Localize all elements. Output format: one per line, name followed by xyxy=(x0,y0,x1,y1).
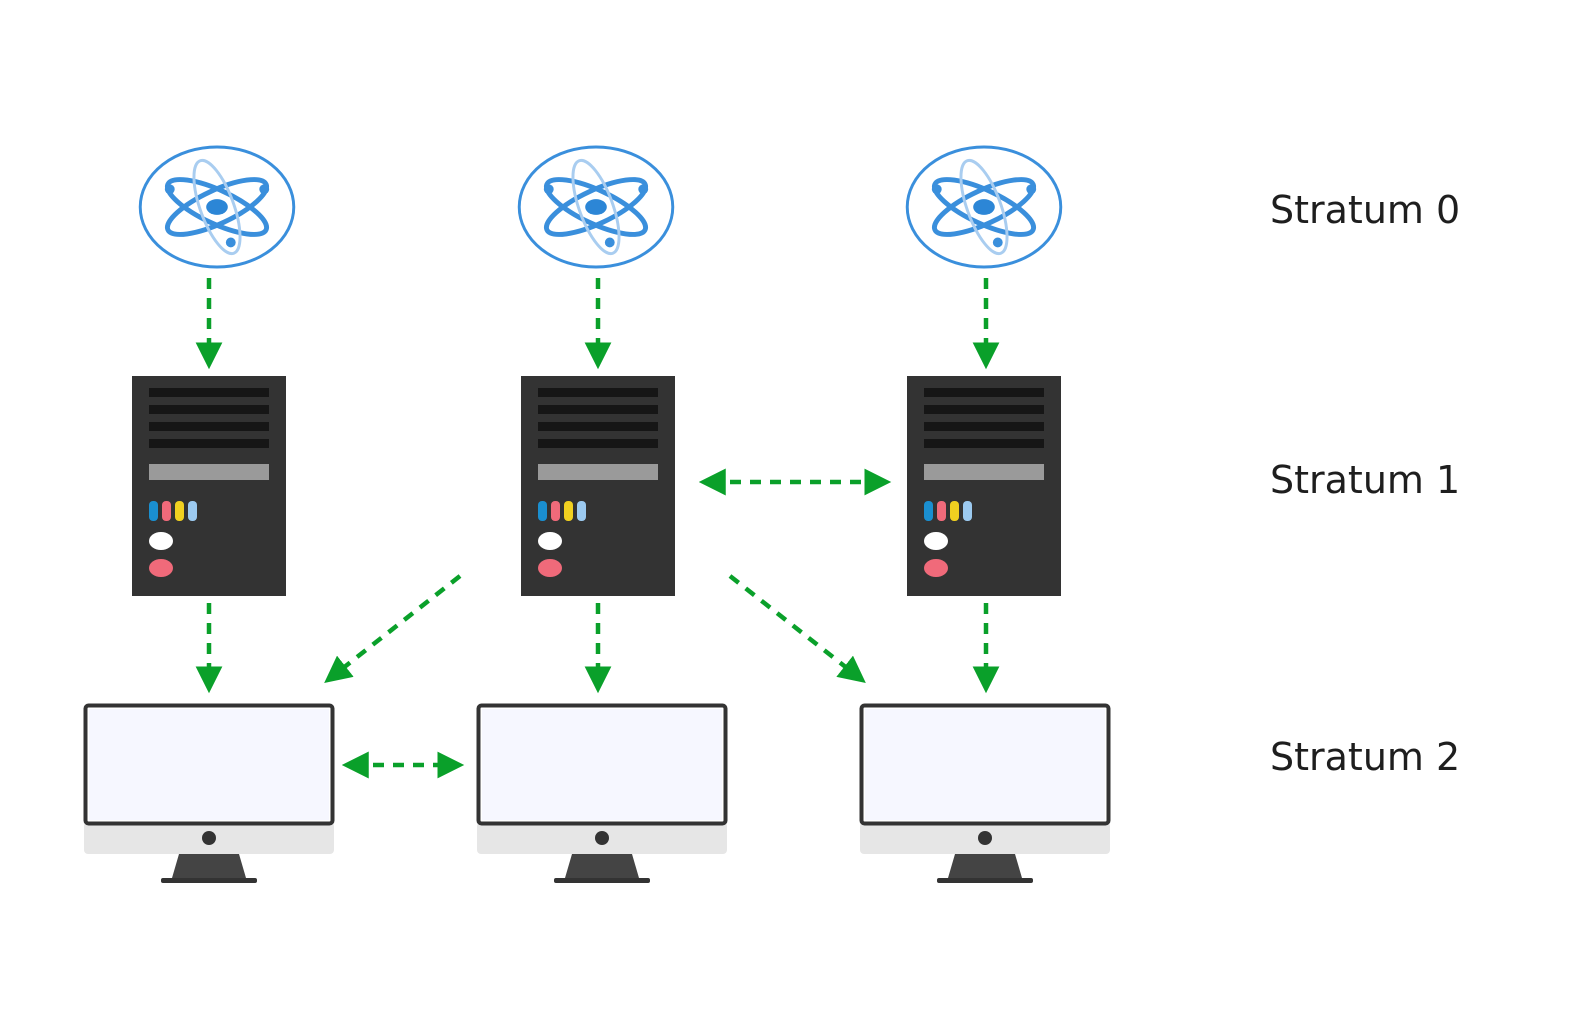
desktop-monitor-icon xyxy=(475,703,729,885)
stratum-2-label: Stratum 2 xyxy=(1270,735,1461,779)
desktop-monitor-icon xyxy=(82,703,336,885)
server-tower-icon xyxy=(907,376,1061,596)
server-tower-icon xyxy=(521,376,675,596)
stratum-1-label: Stratum 1 xyxy=(1270,458,1461,502)
arrow-diagonal-left xyxy=(324,574,462,683)
atom-clock-icon xyxy=(907,147,1061,267)
desktop-monitor-icon xyxy=(858,703,1112,885)
server-tower-icon xyxy=(132,376,286,596)
atom-clock-icon xyxy=(140,147,294,267)
arrow-diagonal-right xyxy=(728,574,866,683)
stratum-0-label: Stratum 0 xyxy=(1270,188,1461,232)
atom-clock-icon xyxy=(519,147,673,267)
